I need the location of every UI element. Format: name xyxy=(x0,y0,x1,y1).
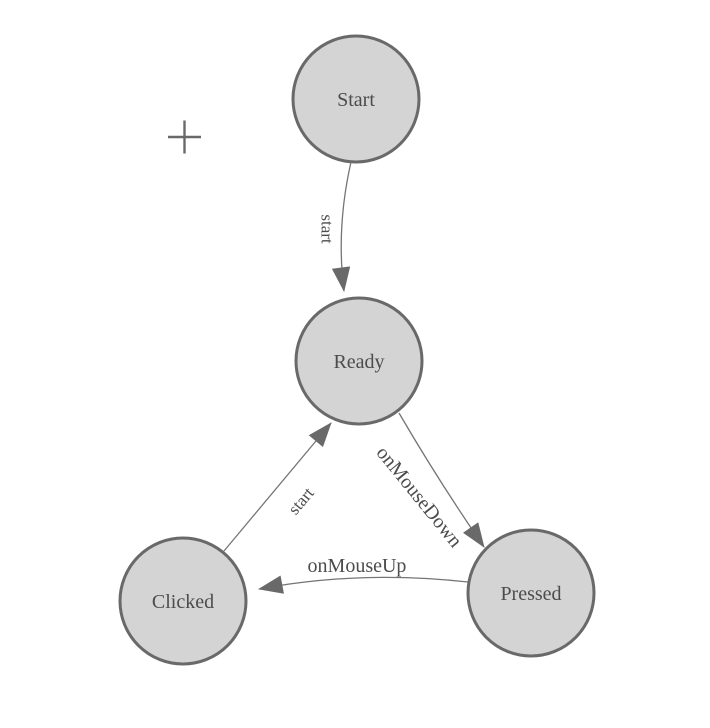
node-pressed-label: Pressed xyxy=(500,583,561,605)
crosshair-cursor xyxy=(168,120,201,154)
node-ready-label: Ready xyxy=(333,351,384,373)
node-ready-circle xyxy=(294,296,424,426)
edge-ready-to-pressed-label: onMouseDown xyxy=(372,442,467,552)
edge-ready-to-pressed[interactable]: onMouseDown xyxy=(372,412,485,552)
edge-ready-to-pressed-line[interactable] xyxy=(398,412,485,548)
node-ready[interactable]: Ready xyxy=(294,296,424,426)
node-pressed[interactable]: Pressed xyxy=(466,528,596,658)
edge-start-to-ready-line[interactable] xyxy=(331,161,352,293)
edge-clicked-to-ready-label: start xyxy=(284,483,318,518)
node-clicked-label: Clicked xyxy=(152,591,214,613)
edge-pressed-to-clicked-label: onMouseUp xyxy=(308,555,407,577)
node-clicked[interactable]: Clicked xyxy=(118,536,248,666)
edge-clicked-to-ready-line[interactable] xyxy=(223,422,332,552)
node-pressed-circle xyxy=(466,528,596,658)
edge-pressed-to-clicked[interactable]: onMouseUp xyxy=(257,555,469,594)
edge-start-to-ready-label: start xyxy=(318,214,337,244)
node-clicked-circle xyxy=(118,536,248,666)
node-start-label: Start xyxy=(337,89,375,111)
node-start-circle xyxy=(291,34,421,164)
edge-start-to-ready[interactable]: start xyxy=(318,161,352,293)
edge-clicked-to-ready[interactable]: start xyxy=(223,422,332,552)
edge-pressed-to-clicked-line[interactable] xyxy=(257,575,469,594)
node-start[interactable]: Start xyxy=(291,34,421,164)
